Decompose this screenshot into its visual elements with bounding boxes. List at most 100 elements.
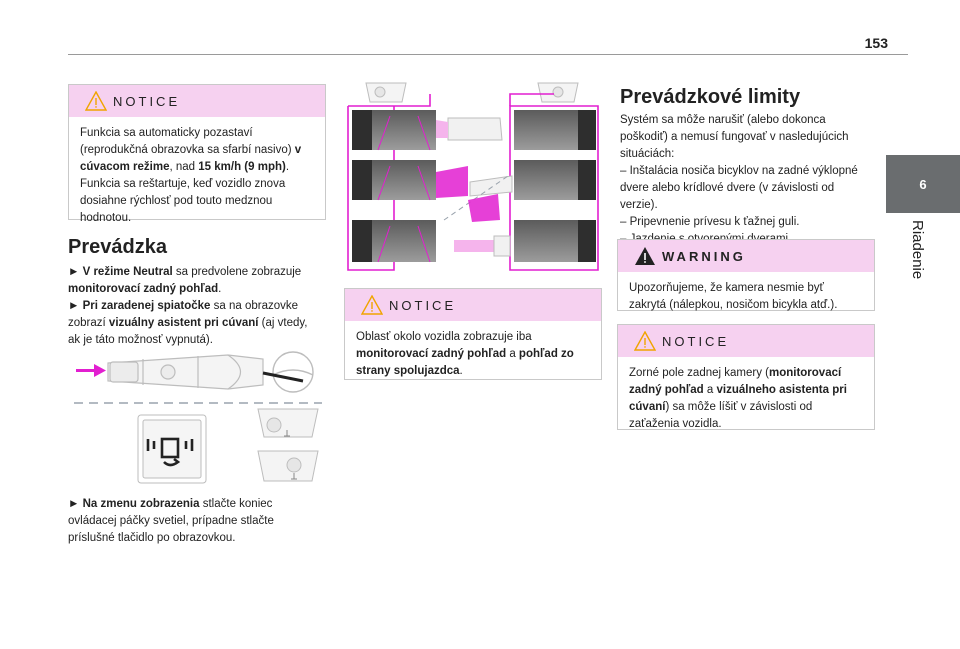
text-line: cúvacom režime, nad 15 km/h (9 mph). bbox=[80, 159, 314, 176]
page-number: 153 bbox=[864, 35, 888, 51]
text-line: zakrytá (nálepkou, nosičom bicykla atď.)… bbox=[629, 299, 838, 311]
bold-text: monitorovací zadný pohľad bbox=[356, 348, 507, 360]
text-line: Funkcia sa automaticky pozastaví bbox=[80, 125, 314, 142]
notice-box-2: NOTICE Oblasť okolo vozidla zobrazuje ib… bbox=[344, 288, 602, 380]
text-line: strany spolujazdca. bbox=[356, 363, 590, 380]
notice-header: NOTICE bbox=[69, 85, 325, 117]
notice-body: Funkcia sa automaticky pozastaví (reprod… bbox=[69, 117, 325, 235]
bold-text: strany spolujazdca bbox=[356, 365, 460, 377]
view-selector-icons bbox=[365, 82, 579, 103]
notice-box-1: NOTICE Funkcia sa automaticky pozastaví … bbox=[68, 84, 326, 224]
stalk-control-illustration bbox=[74, 351, 322, 484]
bold-text: monitorovací bbox=[768, 367, 842, 379]
text: (aj vtedy, bbox=[258, 317, 308, 329]
text-line: – Pripevnenie prívesu k ťažnej guli. bbox=[620, 216, 800, 228]
chapter-title-text: Riadenie bbox=[909, 220, 926, 280]
text-line: Upozorňujeme, že kamera nesmie byť bbox=[629, 282, 824, 294]
text-line: verzie). bbox=[620, 199, 658, 211]
bold-text: ► V režime Neutral bbox=[68, 266, 173, 278]
bold-text: cúvaní bbox=[629, 401, 666, 413]
bold-text: zadný pohľad bbox=[629, 384, 704, 396]
bold-text: v bbox=[294, 144, 302, 156]
notice-label: NOTICE bbox=[113, 93, 181, 109]
text-line: dosiahne rýchlosť pod touto medznou bbox=[80, 193, 314, 210]
vehicle-zone-diagrams bbox=[436, 117, 513, 257]
text: zobrazí bbox=[68, 317, 109, 329]
text: ovládacej páčky svetiel, prípadne stlačt… bbox=[68, 515, 274, 527]
steering-wheel-icon bbox=[272, 351, 314, 393]
text-line: (reprodukčná obrazovka sa sfarbí nasivo)… bbox=[80, 142, 314, 159]
notice-box-3: NOTICE Zorné pole zadnej kamery (monitor… bbox=[617, 324, 875, 430]
warning-label: WARNING bbox=[662, 248, 746, 264]
text: . bbox=[218, 283, 222, 295]
warning-triangle-icon bbox=[361, 295, 383, 315]
text-line: ► Pri zaradenej spiatočke sa na obrazovk… bbox=[68, 298, 328, 315]
rear-view-screen-icon bbox=[257, 408, 319, 482]
bold-text: ► Pri zaradenej spiatočke bbox=[68, 300, 211, 312]
text-line: príslušné tlačidlo po obrazovkou. bbox=[68, 530, 328, 547]
warning-body: Upozorňujeme, že kamera nesmie byť zakry… bbox=[618, 272, 874, 322]
bold-text: cúvacom režime bbox=[80, 161, 170, 173]
notice-body: Zorné pole zadnej kamery (monitorovací z… bbox=[618, 357, 874, 441]
text-line: ak je táto možnosť vypnutá). bbox=[68, 332, 328, 349]
chapter-title: Riadenie bbox=[908, 220, 930, 290]
text: . bbox=[285, 161, 290, 173]
text: sa predvolene zobrazuje bbox=[172, 266, 302, 278]
text: ) sa môže líšiť v závislosti od bbox=[665, 401, 813, 413]
text-line: hodnotou. bbox=[80, 210, 314, 227]
text: Funkcia sa reštartuje, keď vozidlo znova bbox=[80, 178, 286, 190]
notice-label: NOTICE bbox=[389, 297, 457, 313]
text-line: Funkcia sa reštartuje, keď vozidlo znova bbox=[80, 176, 314, 193]
text-line: ovládacej páčky svetiel, prípadne stlačt… bbox=[68, 513, 328, 530]
text: Funkcia sa automaticky pozastaví bbox=[80, 127, 253, 139]
text-line: Zorné pole zadnej kamery (monitorovací bbox=[629, 365, 863, 382]
text: (reprodukčná obrazovka sa sfarbí nasivo) bbox=[80, 144, 295, 156]
text: stlačte koniec bbox=[199, 498, 273, 510]
light-stalk-illustration bbox=[107, 354, 264, 390]
text-line: zaťaženia vozidla. bbox=[629, 416, 863, 433]
section-heading-prevadzka: Prevádzka bbox=[68, 236, 167, 258]
text-line: ► Na zmenu zobrazenia stlačte koniec bbox=[68, 496, 328, 513]
text: príslušné tlačidlo po obrazovkou. bbox=[68, 532, 236, 544]
warning-triangle-icon bbox=[635, 247, 655, 265]
bold-text: vizuálneho asistenta pri bbox=[716, 384, 847, 396]
camera-view-switch-icon bbox=[137, 414, 207, 484]
text-line: monitorovací zadný pohľad a pohľad zo bbox=[356, 346, 590, 363]
bold-text: vizuálny asistent pri cúvaní bbox=[108, 317, 259, 329]
paragraph-change-view: ► Na zmenu zobrazenia stlačte koniec ovl… bbox=[68, 496, 328, 547]
text: Oblasť okolo vozidla zobrazuje iba bbox=[356, 331, 532, 343]
warning-box: WARNING Upozorňujeme, že kamera nesmie b… bbox=[617, 239, 875, 311]
right-camera-screens bbox=[514, 110, 596, 262]
text: sa na obrazovke bbox=[210, 300, 299, 312]
bold-text: ► Na zmenu zobrazenia bbox=[68, 498, 200, 510]
text: a bbox=[703, 384, 717, 396]
warning-triangle-icon bbox=[85, 91, 107, 111]
text: zaťaženia vozidla. bbox=[629, 418, 722, 430]
text-line: – Inštalácia nosiča bicyklov na zadné vý… bbox=[620, 165, 858, 177]
chapter-tab: 6 bbox=[886, 155, 960, 213]
text-line: zadný pohľad a vizuálneho asistenta pri bbox=[629, 382, 863, 399]
text-line: situáciách: bbox=[620, 148, 675, 160]
notice-header: NOTICE bbox=[345, 289, 601, 321]
left-camera-screens bbox=[352, 110, 436, 263]
text: ak je táto možnosť vypnutá). bbox=[68, 334, 213, 346]
text-line: zobrazí vizuálny asistent pri cúvaní (aj… bbox=[68, 315, 328, 332]
text: dosiahne rýchlosť pod touto medznou bbox=[80, 195, 273, 207]
notice-body: Oblasť okolo vozidla zobrazuje iba monit… bbox=[345, 321, 601, 388]
text-line: cúvaní) sa môže líšiť v závislosti od bbox=[629, 399, 863, 416]
text-line: poškodiť) a nemusí fungovať v nasledujúc… bbox=[620, 131, 849, 143]
text-line: Oblasť okolo vozidla zobrazuje iba bbox=[356, 329, 590, 346]
notice-label: NOTICE bbox=[662, 333, 730, 349]
section-heading-limity: Prevádzkové limity bbox=[620, 86, 801, 108]
bold-text: 15 km/h (9 mph) bbox=[198, 161, 286, 173]
text-line: ► V režime Neutral sa predvolene zobrazu… bbox=[68, 264, 328, 281]
text: , nad bbox=[169, 161, 199, 173]
text: hodnotou. bbox=[80, 212, 132, 224]
camera-views-illustration bbox=[347, 82, 599, 271]
text-line: monitorovací zadný pohľad. bbox=[68, 281, 328, 298]
text: a bbox=[506, 348, 519, 360]
paragraph-limity: Systém sa môže narušiť (alebo dokonca po… bbox=[620, 112, 880, 248]
bold-text: monitorovací zadný pohľad bbox=[68, 283, 219, 295]
paragraph-neutral: ► V režime Neutral sa predvolene zobrazu… bbox=[68, 264, 328, 349]
text-line: dvere alebo krídlové dvere (v závislosti… bbox=[620, 182, 835, 194]
